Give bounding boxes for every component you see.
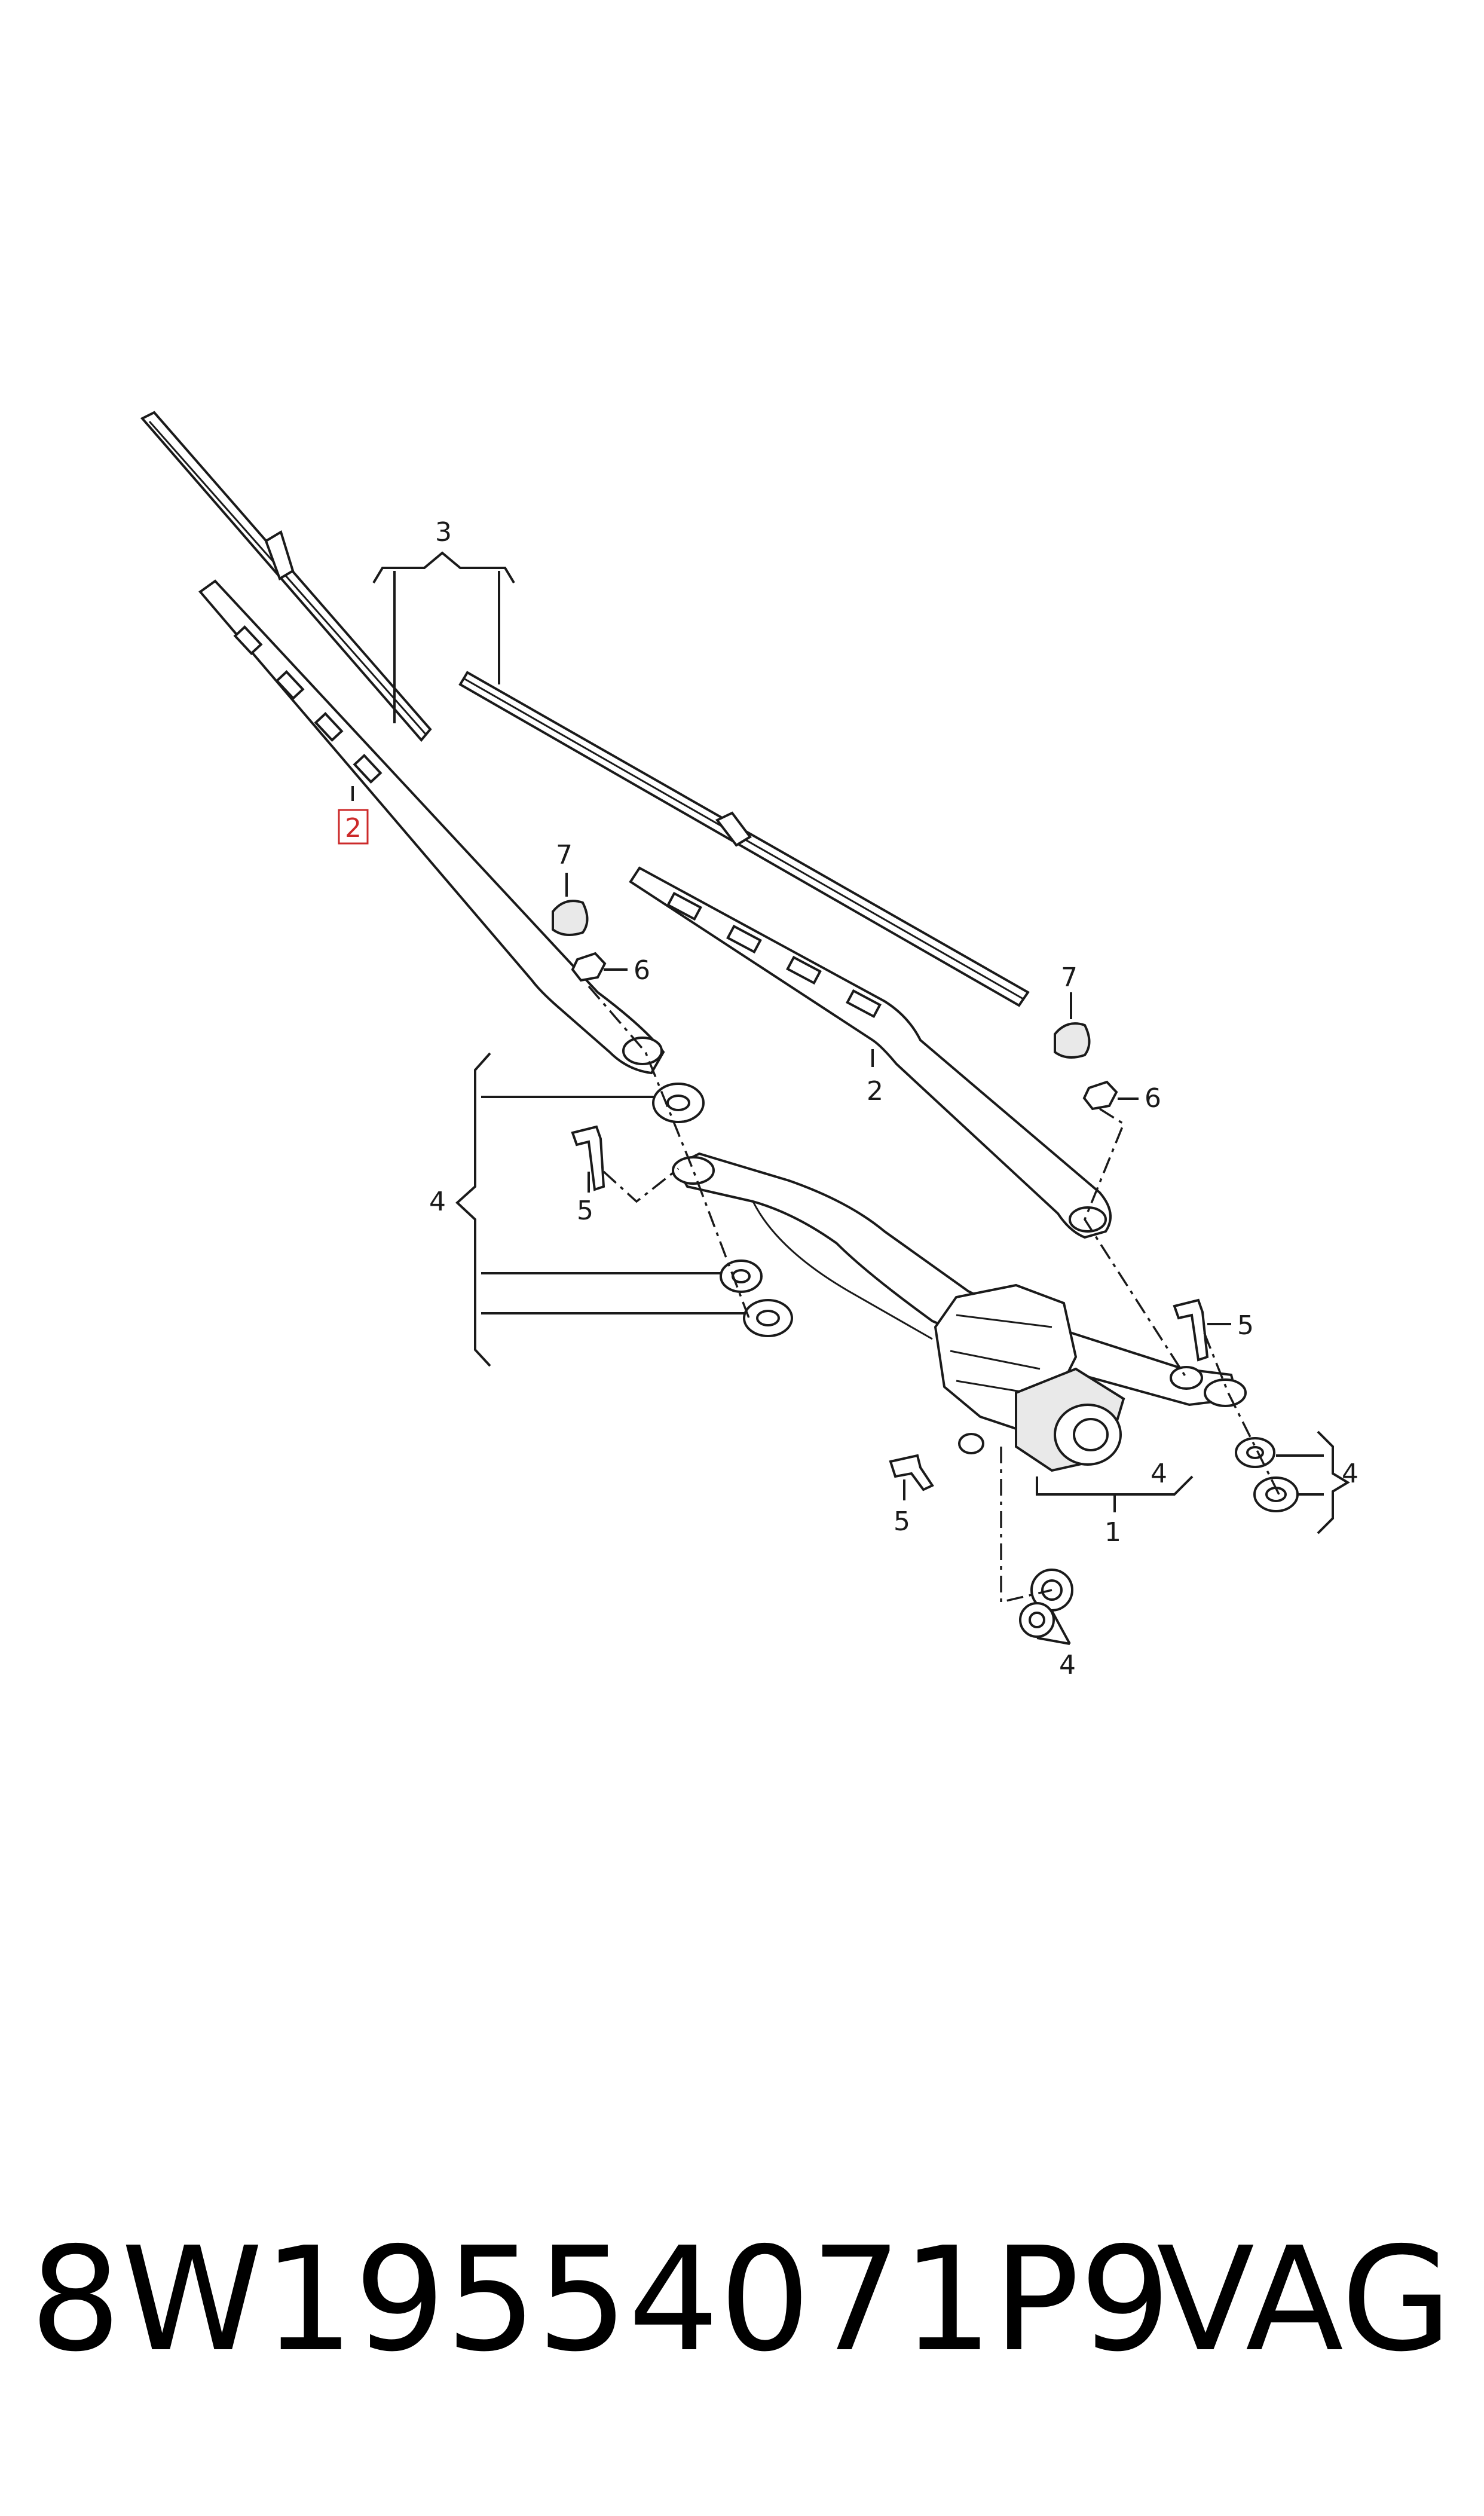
label-4-motor: 4	[1151, 1459, 1167, 1489]
part-number: 8W19554071P9	[30, 2216, 1171, 2383]
right-wiper-blade[interactable]	[458, 671, 1030, 1007]
left-wiper-blade[interactable]	[140, 411, 432, 742]
callout-labels: 3 2 2 7 6 7 6 4 5 5 4 1 4 5 4	[338, 517, 1358, 1680]
caps[interactable]	[552, 900, 1091, 1059]
label-2: 2	[867, 1076, 883, 1106]
assembly-axis-lines	[588, 985, 1280, 1604]
bolts[interactable]	[571, 1125, 1209, 1491]
label-2-highlighted: 2	[345, 813, 362, 843]
left-wiper-arm[interactable]	[198, 579, 665, 1075]
label-5-right: 5	[1237, 1310, 1254, 1341]
label-1: 1	[1104, 1517, 1121, 1548]
callout-leaders	[351, 551, 1350, 1645]
highlight-box	[338, 809, 369, 845]
label-5-left: 5	[577, 1196, 593, 1226]
label-3: 3	[435, 517, 452, 548]
label-7-left: 7	[556, 840, 573, 870]
label-4-bottom: 4	[1059, 1650, 1076, 1680]
label-4-right: 4	[1342, 1459, 1358, 1489]
wiper-motor[interactable]	[934, 1283, 1125, 1472]
label-6-right: 6	[1145, 1083, 1161, 1114]
label-6-left: 6	[634, 955, 650, 986]
wiper-linkage-frame[interactable]	[672, 1152, 1247, 1407]
right-wiper-arm[interactable]	[629, 866, 1112, 1239]
label-5-bottom: 5	[894, 1506, 910, 1537]
label-7-right: 7	[1061, 962, 1078, 993]
nuts[interactable]	[571, 952, 1118, 1111]
label-4-left: 4	[429, 1187, 446, 1217]
brand-name: VAG	[1156, 2216, 1452, 2383]
